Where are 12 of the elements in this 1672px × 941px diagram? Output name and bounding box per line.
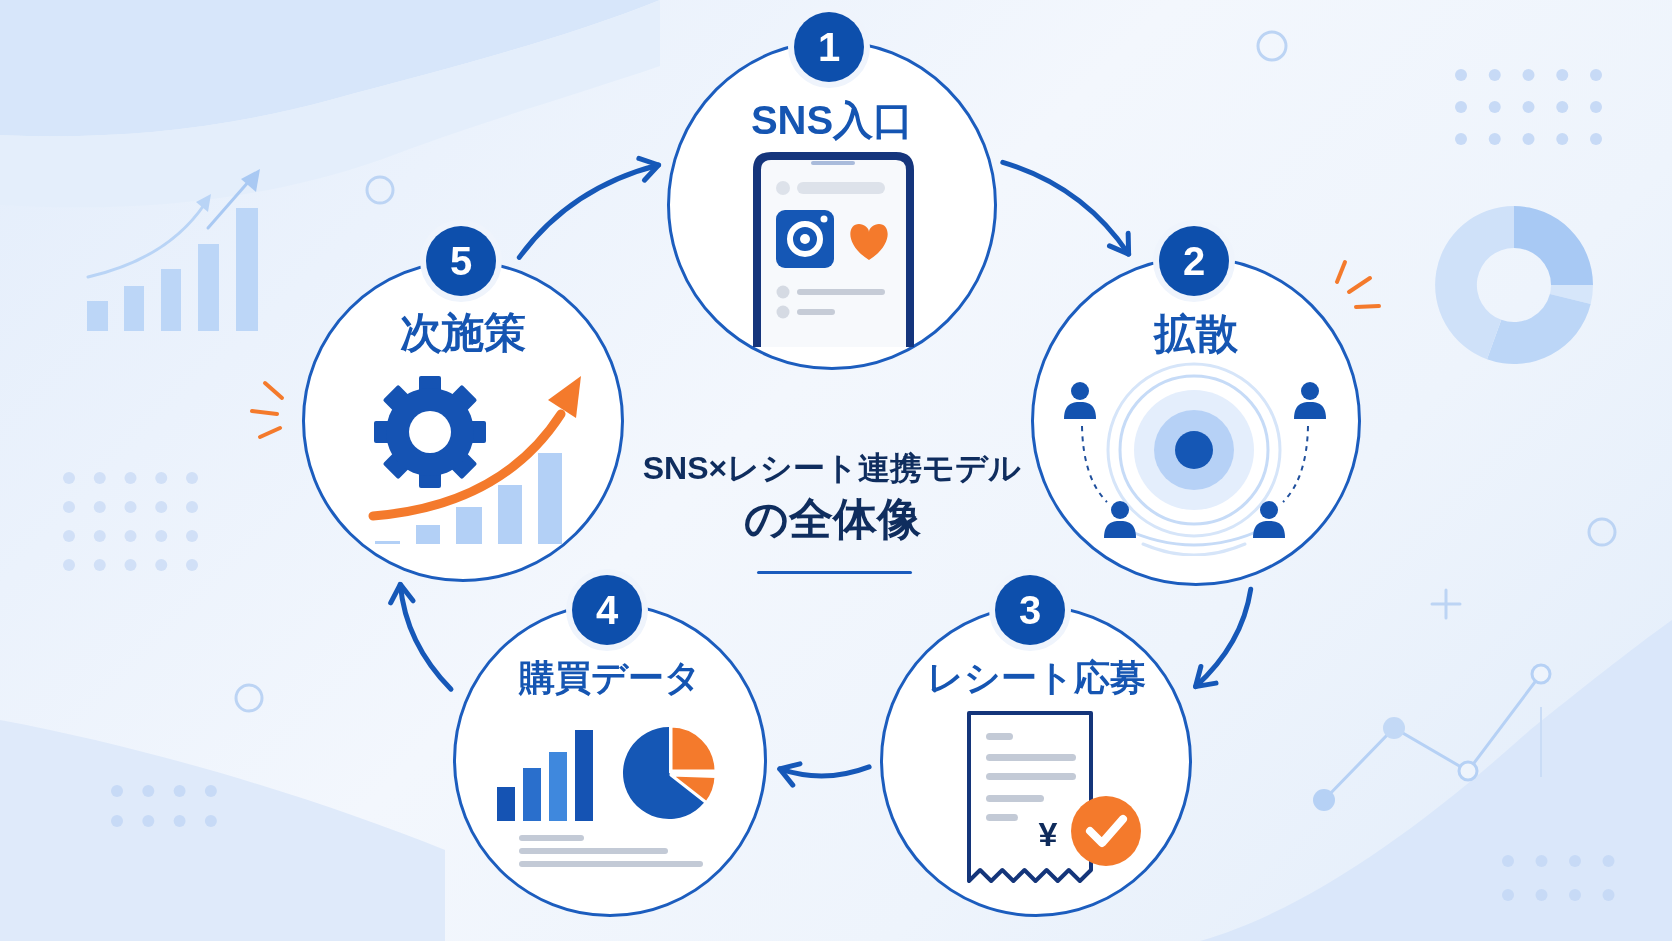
- cycle-arrow: [777, 760, 872, 788]
- diagram-title: SNS×レシート連携モデルの全体像: [641, 449, 1023, 545]
- cycle-arrow: [1193, 586, 1254, 690]
- cycle-arrow: [388, 581, 454, 692]
- step-title: レシート応募: [926, 657, 1146, 699]
- step-title: SNS入口: [750, 97, 914, 143]
- step-title: 拡散: [1154, 309, 1238, 359]
- step-title: 次施策: [400, 308, 526, 358]
- cycle-arrow: [516, 156, 662, 260]
- step-title: 購買データ: [519, 657, 701, 699]
- currency-symbol: ¥: [1038, 817, 1058, 851]
- cycle-arrow: [1000, 159, 1132, 257]
